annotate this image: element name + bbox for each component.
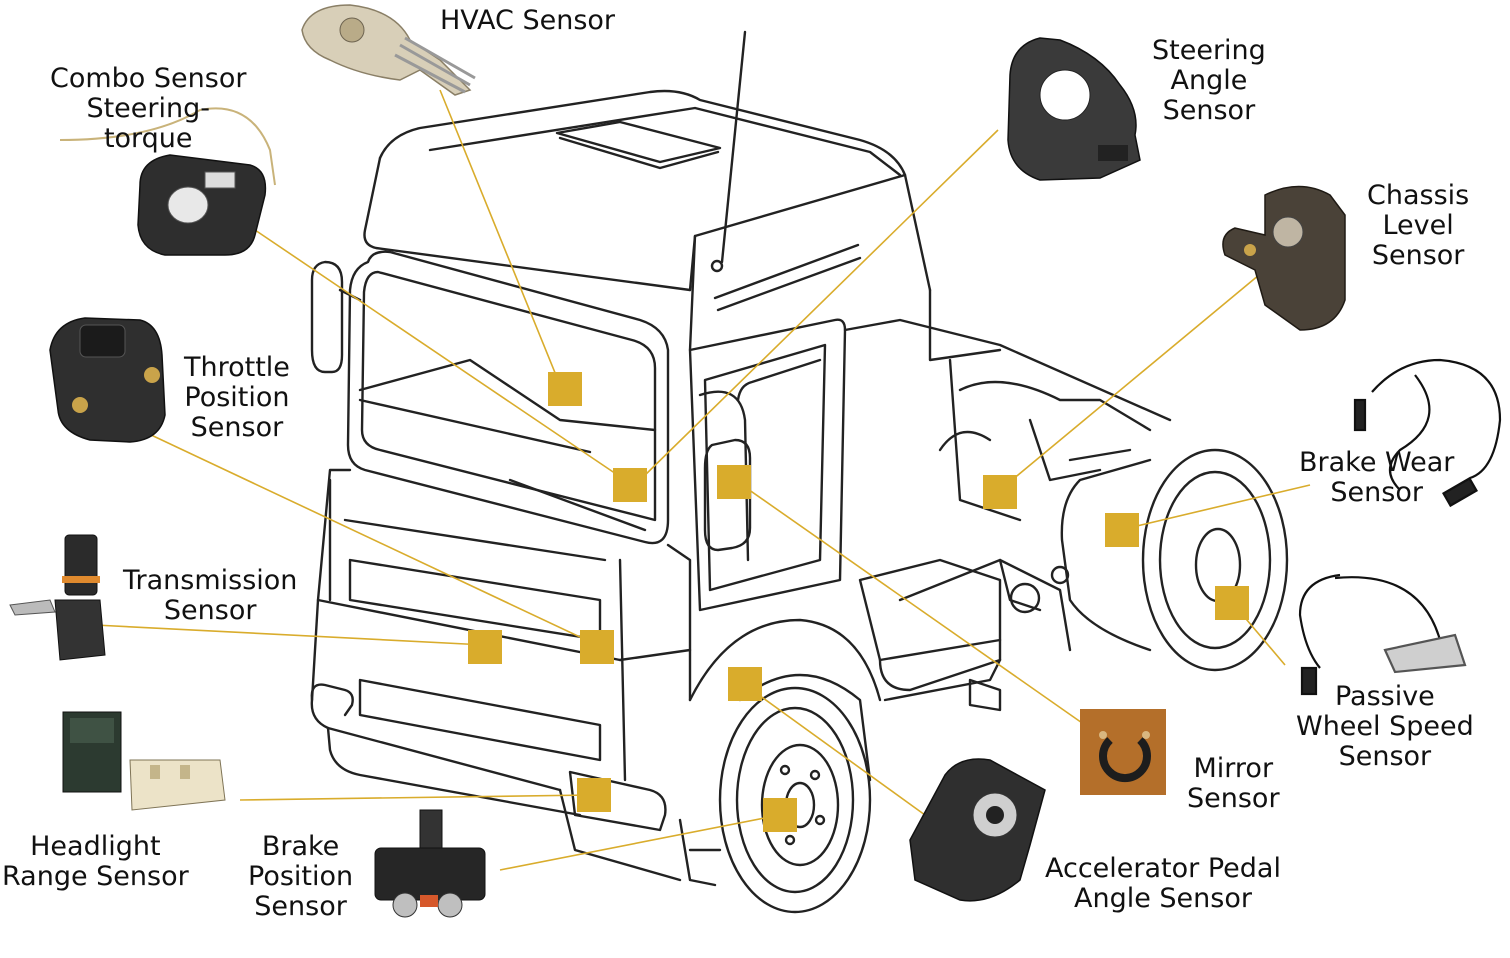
mirror-sensor-image bbox=[1080, 709, 1166, 795]
transmission-sensor-image bbox=[9, 534, 106, 661]
label-throttle-position-sensor: Throttle Position Sensor bbox=[184, 352, 290, 443]
leader-brake-wear bbox=[1119, 484, 1311, 531]
brake-wear-sensor-image bbox=[1353, 358, 1502, 508]
hvac-sensor-image bbox=[301, 4, 476, 96]
marker-throttle bbox=[580, 630, 614, 664]
leader-chassis bbox=[999, 269, 1266, 491]
label-headlight-range-sensor: Headlight Range Sensor bbox=[2, 831, 189, 892]
label-steering-angle-sensor: Steering Angle Sensor bbox=[1152, 35, 1266, 126]
label-combo-sensor: Combo Sensor Steering- torque bbox=[50, 63, 247, 154]
label-passive-wheel-speed-sensor: Passive Wheel Speed Sensor bbox=[1296, 681, 1474, 772]
marker-brake-wear bbox=[1105, 513, 1139, 547]
brake-position-sensor-image bbox=[374, 809, 486, 918]
leader-throttle bbox=[97, 409, 598, 646]
marker-passive bbox=[1215, 586, 1249, 620]
marker-mirror bbox=[717, 465, 751, 499]
label-hvac-sensor: HVAC Sensor bbox=[440, 5, 616, 36]
label-brake-position-sensor: Brake Position Sensor bbox=[248, 831, 354, 922]
marker-brake-position bbox=[763, 798, 797, 832]
steering-angle-sensor-image bbox=[1007, 37, 1141, 181]
sensor-markers bbox=[468, 372, 1249, 832]
marker-accelerator bbox=[728, 667, 762, 701]
marker-combo bbox=[613, 468, 647, 502]
combo-sensor-image bbox=[59, 107, 276, 256]
leader-steering bbox=[639, 129, 999, 481]
passive-wheel-sensor-image bbox=[1298, 573, 1467, 696]
leader-transmission bbox=[94, 624, 486, 646]
marker-hvac bbox=[548, 372, 582, 406]
label-transmission-sensor: Transmission Sensor bbox=[123, 565, 298, 626]
leader-mirror bbox=[734, 479, 1086, 726]
label-brake-wear-sensor: Brake Wear Sensor bbox=[1299, 447, 1455, 508]
marker-transmission bbox=[468, 630, 502, 664]
leader-accelerator bbox=[744, 684, 926, 816]
marker-chassis bbox=[983, 475, 1017, 509]
leader-hvac bbox=[439, 89, 561, 386]
accelerator-sensor-image bbox=[909, 758, 1046, 902]
chassis-level-sensor-image bbox=[1222, 185, 1346, 331]
headlight-sensor-image bbox=[62, 711, 226, 811]
leader-brake-position bbox=[499, 814, 781, 871]
leader-headlight bbox=[239, 794, 593, 801]
label-chassis-level-sensor: Chassis Level Sensor bbox=[1367, 180, 1470, 271]
label-accelerator-pedal-angle-sensor: Accelerator Pedal Angle Sensor bbox=[1045, 853, 1281, 914]
throttle-sensor-image bbox=[49, 317, 166, 443]
leader-lines bbox=[94, 89, 1311, 871]
label-mirror-sensor: Mirror Sensor bbox=[1187, 753, 1280, 814]
marker-headlight bbox=[577, 778, 611, 812]
leader-combo bbox=[254, 229, 626, 481]
